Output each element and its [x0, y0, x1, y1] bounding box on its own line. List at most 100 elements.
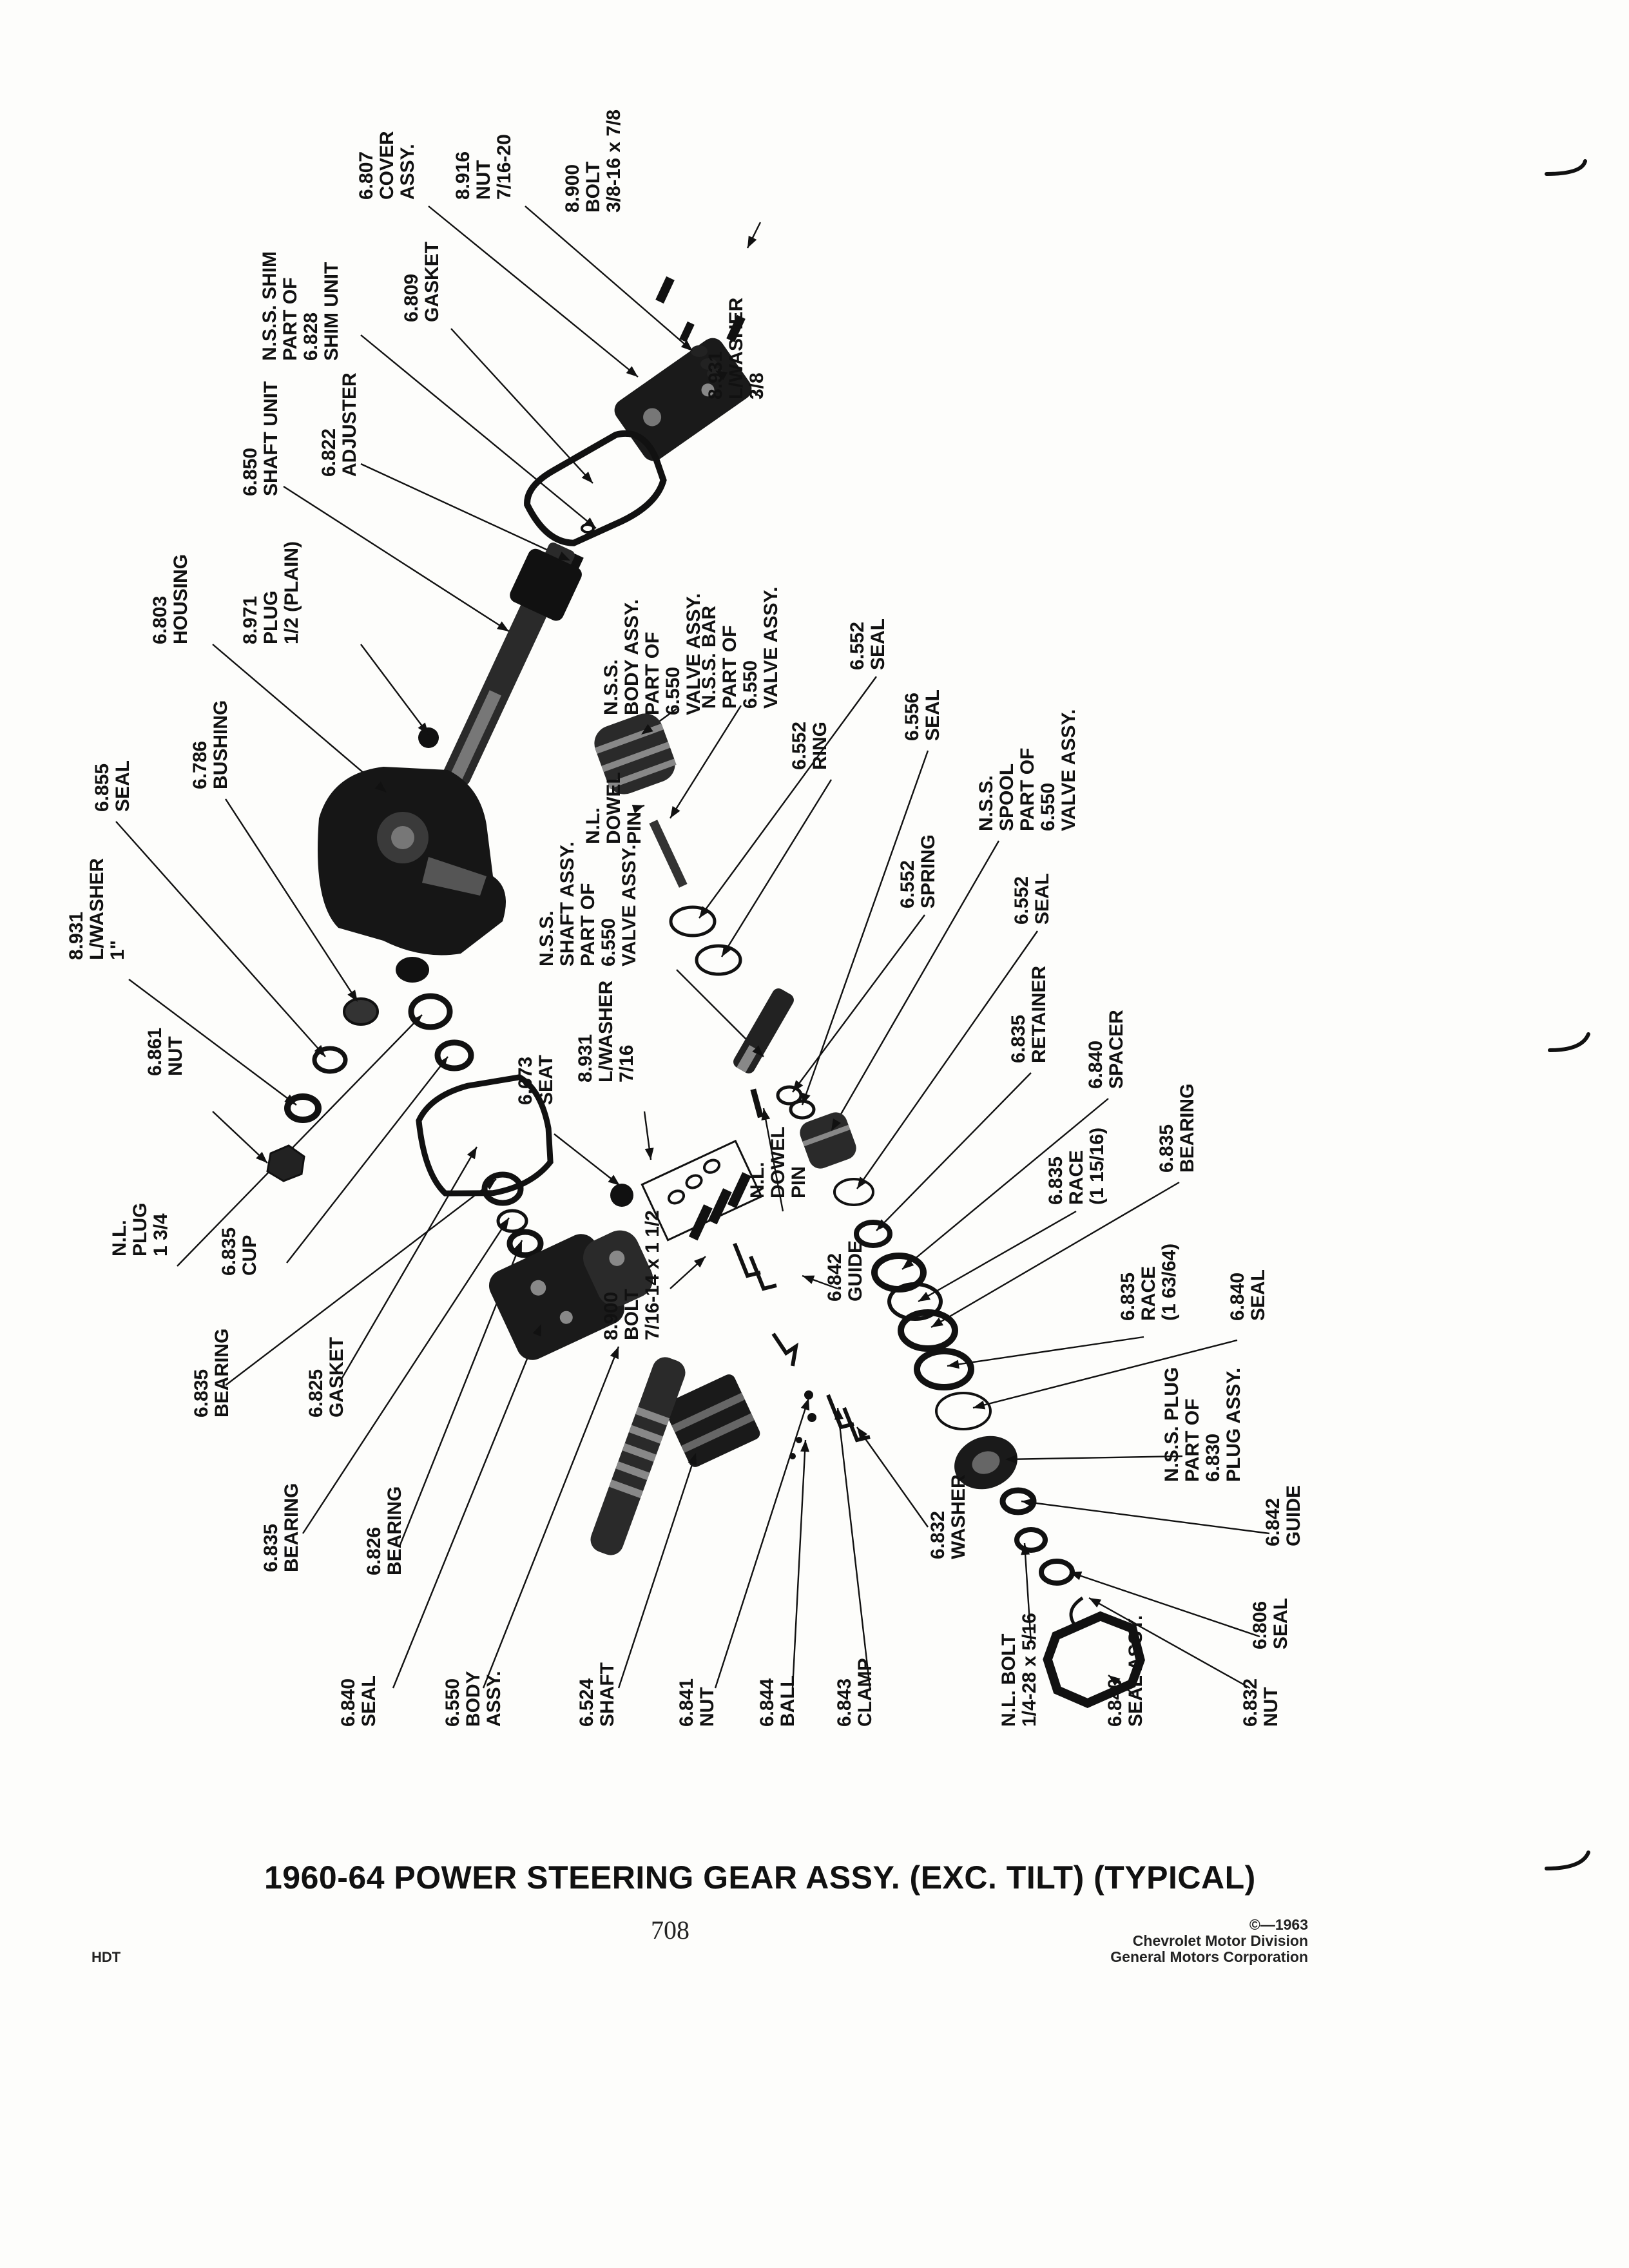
part-label: 6.835RACE(1 15/16)	[1045, 1128, 1108, 1205]
part-label-line: GUIDE	[1283, 1485, 1304, 1546]
parts-artwork	[266, 276, 1145, 1708]
copyright-year: ©—1963	[1249, 1916, 1308, 1933]
plug-part	[418, 727, 439, 748]
part-label: 6.786BUSHING	[189, 700, 231, 789]
leader-line	[762, 1108, 784, 1212]
part-label-line: SHAFT UNIT	[260, 381, 282, 496]
leader-arrowhead	[857, 1427, 868, 1439]
leader-arrowhead	[747, 235, 757, 248]
leader-arrowhead	[644, 1148, 654, 1160]
leader-arrowhead	[722, 945, 732, 957]
part-label-line: 6.842	[824, 1253, 845, 1302]
part-label: 6.524SHAFT	[576, 1662, 618, 1727]
part-label-line: BEARING	[1177, 1084, 1198, 1173]
leader-line	[972, 1339, 1238, 1409]
leader-arrowhead	[499, 1218, 509, 1230]
leader-line	[225, 1178, 497, 1386]
leader-arrowhead	[1070, 1571, 1083, 1581]
part-label-line: 6.835	[1045, 1157, 1066, 1205]
part-label: N.S.S. PLUGPART OF6.830PLUG ASSY.	[1161, 1367, 1244, 1482]
leader-line	[856, 930, 1038, 1189]
part-label-line: 6.844	[757, 1678, 778, 1727]
part-label-line: 6.550	[442, 1678, 463, 1727]
leader-arrowhead	[947, 1360, 959, 1369]
leader-line	[360, 463, 571, 562]
part-label: N.L. BOLT1/4-28 x 5/16	[998, 1613, 1040, 1727]
part-label-line: PART OF	[1017, 748, 1038, 831]
leader-arrowhead	[834, 1408, 844, 1420]
part-label-line: 6.822	[318, 428, 340, 477]
part-label-line: 6.673	[515, 1057, 536, 1105]
copyright-corporation: General Motors Corporation	[1110, 1948, 1308, 1965]
leader-arrowhead	[626, 366, 638, 377]
adjuster-nut-part	[1043, 1611, 1145, 1708]
part-label-line: DOWEL	[603, 772, 624, 844]
bearing-part	[434, 1039, 474, 1072]
part-label-line: PLUG ASSY.	[1223, 1368, 1244, 1482]
part-label-line: RACE	[1066, 1150, 1087, 1205]
end-plug-part	[954, 1436, 1017, 1490]
seal-part	[1014, 1527, 1048, 1553]
part-label-line: 6.843	[834, 1678, 855, 1727]
leader-line	[1005, 1455, 1183, 1461]
part-label-line: N.S.S.	[536, 910, 557, 966]
part-label-line: SPACER	[1106, 1010, 1127, 1089]
part-label-line: DOWEL	[767, 1126, 789, 1198]
bolt-parts	[688, 1172, 751, 1241]
leader-arrowhead	[557, 552, 570, 561]
leader-arrowhead	[699, 906, 710, 918]
leader-line	[554, 1133, 621, 1186]
gear-body-part	[488, 1230, 653, 1360]
seal-ring-part	[312, 1046, 348, 1074]
part-label: 6.552RING	[789, 722, 831, 770]
ball-parts	[789, 1390, 816, 1459]
leader-arrowhead	[374, 781, 387, 793]
leader-arrowhead	[857, 1177, 868, 1189]
part-label-line: CUP	[239, 1235, 260, 1276]
valve-body-part	[594, 713, 677, 794]
copyright-block: ©—1963 Chevrolet Motor Division General …	[1057, 1917, 1308, 1965]
part-label-line: GUIDE	[845, 1240, 866, 1302]
part-label-line: BEARING	[384, 1486, 405, 1575]
part-label-line: 6.550	[662, 667, 684, 715]
part-label-line: 6.550	[740, 660, 761, 709]
part-label-line: 8.916	[452, 151, 474, 200]
worm-shaft-part	[590, 1357, 686, 1555]
part-label-line: HOUSING	[170, 554, 191, 644]
seal-ring-part	[935, 1392, 992, 1430]
seal-ring-part	[833, 1178, 874, 1206]
part-label-line: 1/4-28 x 5/16	[1019, 1613, 1040, 1727]
leader-line	[714, 1398, 810, 1689]
leader-arrowhead	[693, 1256, 706, 1268]
leader-line	[856, 1427, 929, 1528]
part-label-line: 6.556	[901, 693, 923, 741]
leader-arrowhead	[467, 1147, 477, 1160]
part-label-line: NUT	[165, 1036, 186, 1076]
part-label: 6.822ADJUSTER	[318, 372, 360, 477]
part-label-line: 6.855	[92, 764, 113, 812]
part-label-line: ADJUSTER	[339, 372, 360, 477]
part-label-line: (1 15/16)	[1086, 1128, 1108, 1205]
part-label: 8.971PLUG1/2 (PLAIN)	[240, 541, 302, 644]
part-label-line: N.S.S.	[601, 659, 622, 715]
lock-washer-part	[284, 1093, 322, 1123]
shaft-unit-part	[443, 543, 582, 785]
part-label-line: PIN	[624, 812, 645, 844]
leader-line	[930, 1181, 1180, 1329]
part-label-line: 6.842	[1262, 1498, 1284, 1546]
leader-line	[1021, 1500, 1270, 1535]
bearing-part	[481, 1171, 524, 1206]
leader-arrowhead	[802, 1275, 815, 1284]
part-label: N.S.S. SHIMPART OF6.828SHIM UNIT	[259, 251, 342, 361]
part-label-line: 6.524	[576, 1678, 597, 1727]
leader-arrowhead	[497, 621, 509, 631]
part-label-line: 6.840	[338, 1678, 359, 1727]
part-label-line: RACE	[1138, 1266, 1159, 1321]
part-label-line: 6.840	[1104, 1678, 1126, 1727]
clamp-part	[771, 1332, 799, 1367]
leader-arrowhead	[688, 1453, 697, 1466]
part-label-line: 6.840	[1085, 1041, 1106, 1089]
leader-arrowhead	[876, 1219, 888, 1231]
leader-arrowhead	[610, 1347, 619, 1360]
part-label: 6.835BEARING	[1156, 1084, 1198, 1173]
